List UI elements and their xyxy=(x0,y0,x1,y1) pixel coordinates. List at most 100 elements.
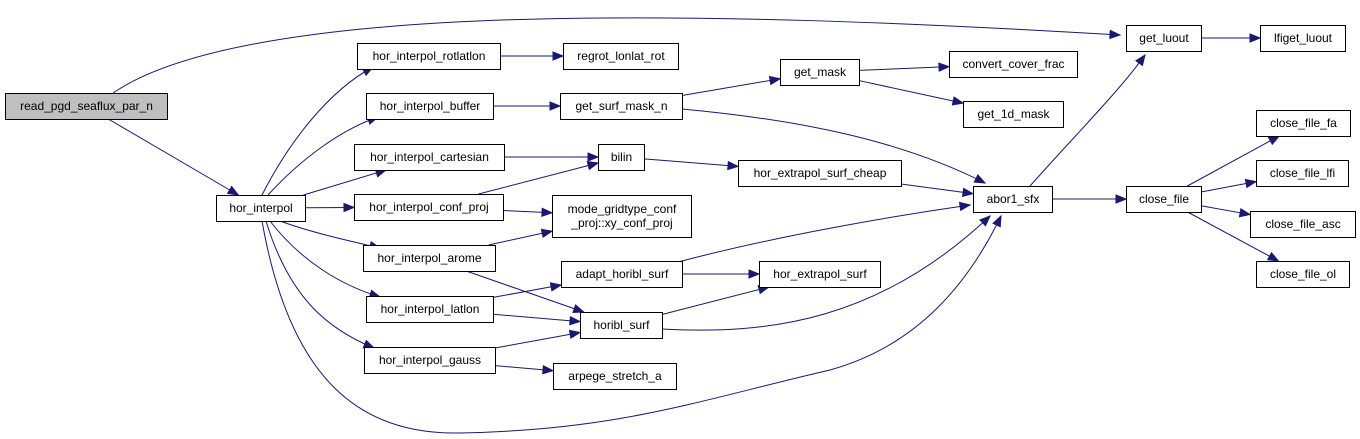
node-box[interactable] xyxy=(598,144,645,171)
edge-line xyxy=(279,220,381,249)
node-hor-interpol-cartesian[interactable]: hor_interpol_cartesian xyxy=(354,144,505,171)
node-close-file-lfi[interactable]: close_file_lfi xyxy=(1256,160,1349,187)
node-hor-extrapol-surf-cheap[interactable]: hor_extrapol_surf_cheap xyxy=(738,160,902,187)
node-label: horibl_surf xyxy=(593,318,650,332)
node-box[interactable] xyxy=(780,59,860,86)
arrowhead-icon xyxy=(549,282,563,292)
edge-line xyxy=(478,162,599,195)
node-box[interactable] xyxy=(561,261,683,288)
node-box[interactable] xyxy=(1126,25,1202,52)
node-box[interactable] xyxy=(1256,160,1349,187)
node-box[interactable] xyxy=(552,195,692,238)
node-bilin[interactable]: bilin xyxy=(598,144,645,171)
node-close-file-asc[interactable]: close_file_asc xyxy=(1250,211,1356,238)
node-box[interactable] xyxy=(1256,110,1351,137)
node-get-1d-mask[interactable]: get_1d_mask xyxy=(963,101,1064,128)
node-label: hor_interpol_buffer xyxy=(380,99,481,113)
node-box[interactable] xyxy=(354,194,504,221)
node-label: _proj::xy_conf_proj xyxy=(570,216,672,230)
arrowhead-icon xyxy=(951,96,965,106)
node-box[interactable] xyxy=(759,261,881,288)
node-box[interactable] xyxy=(357,43,501,70)
node-box[interactable] xyxy=(738,160,902,187)
edge-bilin-to-hor_extrapol_surf_cheap xyxy=(643,158,740,171)
node-hor-interpol-latlon[interactable]: hor_interpol_latlon xyxy=(366,296,494,323)
node-lfiget-luout[interactable]: lfiget_luout xyxy=(1260,25,1346,52)
node-hor-interpol-buffer[interactable]: hor_interpol_buffer xyxy=(366,93,494,120)
node-label: get_1d_mask xyxy=(977,107,1050,121)
node-box[interactable] xyxy=(963,101,1064,128)
node-label: hor_interpol_rotlatlon xyxy=(373,49,486,63)
node-get-luout[interactable]: get_luout xyxy=(1126,25,1202,52)
node-get-mask[interactable]: get_mask xyxy=(780,59,860,86)
edge-get_mask-to-convert_cover_frac xyxy=(858,62,951,72)
node-box[interactable] xyxy=(216,195,306,222)
node-label: hor_extrapol_surf_cheap xyxy=(754,166,887,180)
edge-line xyxy=(677,204,971,263)
edge-line xyxy=(900,183,974,195)
edge-line xyxy=(261,215,1002,434)
node-get-surf-mask-n[interactable]: get_surf_mask_n xyxy=(560,93,683,120)
node-close-file-ol[interactable]: close_file_ol xyxy=(1256,261,1350,288)
node-close-file-fa[interactable]: close_file_fa xyxy=(1256,110,1351,137)
node-box[interactable] xyxy=(560,93,683,120)
edge-line xyxy=(261,66,374,196)
edge-adapt_horibl_surf-to-abor1_sfx xyxy=(677,201,972,263)
node-label: adapt_horibl_surf xyxy=(576,267,669,281)
edge-adapt_horibl_surf-to-hor_extrapol_surf xyxy=(682,269,761,279)
node-adapt-horibl-surf[interactable]: adapt_horibl_surf xyxy=(561,261,683,288)
node-box[interactable] xyxy=(366,93,494,120)
edge-close_file-to-close_file_ol xyxy=(1187,211,1280,262)
node-box[interactable] xyxy=(1126,186,1202,213)
node-read-pgd-seaflux-par-n[interactable]: read_pgd_seaflux_par_n xyxy=(5,93,168,120)
node-box[interactable] xyxy=(1256,261,1350,288)
node-convert-cover-frac[interactable]: convert_cover_frac xyxy=(949,51,1078,78)
arrowhead-icon xyxy=(586,161,600,171)
node-abor1-sfx[interactable]: abor1_sfx xyxy=(973,186,1053,213)
node-horibl-surf[interactable]: horibl_surf xyxy=(580,312,663,339)
arrowhead-icon xyxy=(1135,53,1146,67)
edge-get_mask-to-get_1d_mask xyxy=(858,80,965,106)
edge-line xyxy=(107,118,239,196)
node-box[interactable] xyxy=(354,144,505,171)
node-label: bilin xyxy=(611,150,632,164)
node-box[interactable] xyxy=(1250,211,1356,238)
edge-hor_interpol_arome-to-mode_gridtype_conf_proj xyxy=(488,228,554,246)
node-hor-interpol-rotlatlon[interactable]: hor_interpol_rotlatlon xyxy=(357,43,501,70)
node-hor-extrapol-surf[interactable]: hor_extrapol_surf xyxy=(759,261,881,288)
node-hor-interpol-conf-proj[interactable]: hor_interpol_conf_proj xyxy=(354,194,504,221)
node-box[interactable] xyxy=(363,245,496,272)
node-close-file[interactable]: close_file xyxy=(1126,186,1202,213)
edge-get_surf_mask_n-to-abor1_sfx xyxy=(681,108,987,184)
arrowhead-icon xyxy=(768,75,782,86)
node-hor-interpol[interactable]: hor_interpol xyxy=(216,195,306,222)
node-box[interactable] xyxy=(364,347,496,374)
node-box[interactable] xyxy=(1260,25,1346,52)
edge-line xyxy=(303,169,387,196)
node-box[interactable] xyxy=(553,363,677,390)
node-label: regrot_lonlat_rot xyxy=(577,49,665,63)
node-box[interactable] xyxy=(563,43,679,70)
node-hor-interpol-arome[interactable]: hor_interpol_arome xyxy=(363,245,496,272)
arrowhead-icon xyxy=(569,315,582,326)
node-arpege-stretch-a[interactable]: arpege_stretch_a xyxy=(553,363,677,390)
arrowhead-icon xyxy=(961,187,975,197)
node-box[interactable] xyxy=(949,51,1078,78)
node-box[interactable] xyxy=(5,93,168,120)
edge-hor_interpol-to-hor_interpol_gauss xyxy=(265,220,376,349)
arrowhead-icon xyxy=(1115,194,1128,204)
node-box[interactable] xyxy=(973,186,1053,213)
edge-line xyxy=(267,116,379,196)
node-label: arpege_stretch_a xyxy=(568,369,662,383)
edge-line xyxy=(681,108,986,184)
node-hor-interpol-gauss[interactable]: hor_interpol_gauss xyxy=(364,347,496,374)
arrowhead-icon xyxy=(343,202,356,213)
node-box[interactable] xyxy=(580,312,663,339)
node-label: get_surf_mask_n xyxy=(575,99,667,113)
node-regrot-lonlat-rot[interactable]: regrot_lonlat_rot xyxy=(563,43,679,70)
edge-line xyxy=(265,220,375,349)
node-box[interactable] xyxy=(366,296,494,323)
edge-horibl_surf-to-abor1_sfx xyxy=(661,215,991,331)
edge-abor1_sfx-to-close_file xyxy=(1052,194,1128,204)
node-mode-gridtype-conf-proj[interactable]: mode_gridtype_conf_proj::xy_conf_proj xyxy=(552,195,692,238)
